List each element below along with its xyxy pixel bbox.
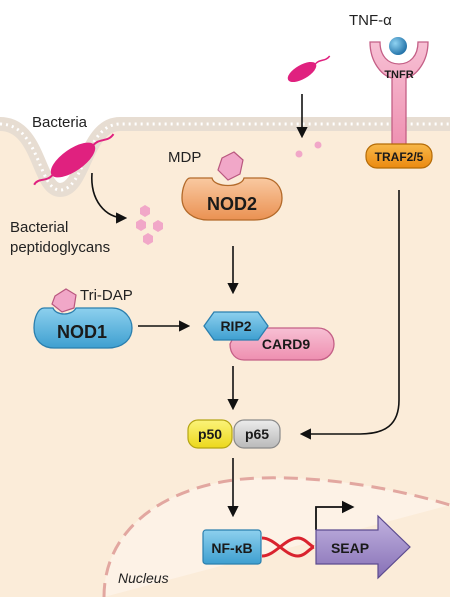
p50-shape bbox=[187, 419, 233, 449]
bacteria-label: Bacteria bbox=[32, 114, 88, 131]
p50-label: p50 bbox=[198, 426, 222, 442]
card9-label: CARD9 bbox=[262, 336, 310, 352]
rip2-shape bbox=[203, 311, 269, 341]
cell-membrane bbox=[0, 117, 450, 198]
bacteria-release-arrow bbox=[91, 172, 128, 224]
tnfr-receptor-shape bbox=[369, 41, 429, 151]
tri-dap-ligand-icon bbox=[51, 288, 77, 313]
tnf-alpha-ligand-icon bbox=[389, 37, 407, 55]
nod1-label: NOD1 bbox=[57, 322, 107, 342]
tnfr-label: TNFR bbox=[384, 69, 413, 81]
traf-label: TRAF2/5 bbox=[375, 150, 424, 164]
mdp-label: MDP bbox=[168, 149, 201, 166]
tnf-alpha-label: TNF-α bbox=[349, 12, 392, 29]
nucleus-label: Nucleus bbox=[118, 570, 169, 586]
peptidoglycan-hexagons bbox=[136, 205, 163, 245]
traf-shape bbox=[365, 143, 433, 169]
rip2-label: RIP2 bbox=[220, 318, 251, 334]
p65-label: p65 bbox=[245, 426, 269, 442]
nfkb-shape bbox=[202, 529, 262, 565]
nfkb-label: NF-κB bbox=[211, 540, 252, 556]
dna-helix-icon bbox=[261, 536, 315, 558]
seap-shape bbox=[315, 514, 411, 580]
nod2-shape bbox=[181, 177, 283, 221]
bacterium-top-icon bbox=[287, 55, 331, 83]
traf-to-p65-arrow bbox=[299, 190, 400, 440]
bacterium-left-icon bbox=[33, 133, 115, 186]
p65-shape bbox=[233, 419, 281, 449]
mdp-ligand-icon bbox=[217, 151, 244, 181]
nod2-label: NOD2 bbox=[207, 194, 257, 214]
tri-dap-label: Tri-DAP bbox=[80, 287, 133, 304]
transcription-start-arrow bbox=[315, 500, 355, 530]
peptidoglycans-label-1: Bacterial bbox=[10, 219, 68, 236]
peptidoglycan-dots-top bbox=[295, 141, 322, 158]
seap-label: SEAP bbox=[331, 540, 369, 556]
nod1-shape bbox=[33, 307, 133, 349]
peptidoglycans-label-2: peptidoglycans bbox=[10, 239, 110, 256]
nucleus-membrane bbox=[102, 476, 450, 597]
